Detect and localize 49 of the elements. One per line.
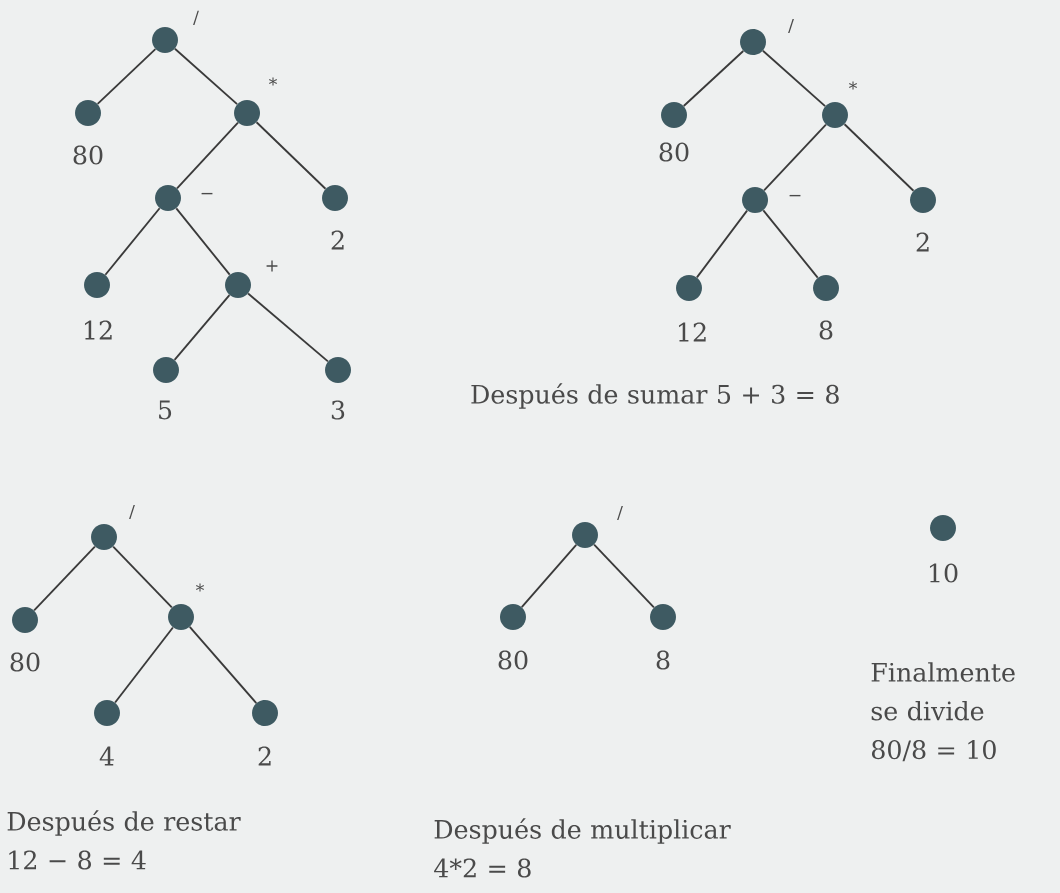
value-label: 2 — [331, 230, 344, 250]
tree-edge — [682, 50, 745, 107]
tree-edge — [843, 123, 915, 192]
value-label: 3 — [331, 400, 345, 420]
tree-edge — [520, 544, 578, 608]
tree-edge — [114, 626, 174, 704]
tree-edge — [247, 292, 329, 363]
operator-label: + — [266, 260, 278, 272]
caption-text: Después de restar 12 − 8 = 4 — [7, 810, 241, 870]
tree-edge — [696, 209, 748, 279]
operator-label: * — [195, 583, 205, 592]
value-label: 8 — [656, 650, 670, 670]
tree-edge — [112, 545, 173, 609]
value-label: 80 — [10, 652, 40, 672]
operator-label: / — [193, 10, 199, 26]
value-label: 5 — [159, 400, 172, 420]
value-label: 80 — [659, 142, 689, 162]
tree-edge — [96, 48, 157, 105]
tree-edge — [175, 207, 231, 276]
value-label: 4 — [99, 746, 114, 766]
value-label: 2 — [258, 746, 271, 766]
value-label: 10 — [930, 563, 958, 583]
caption-text: Finalmente se divide 80/8 = 10 — [871, 662, 1015, 762]
tree-edge — [104, 207, 161, 276]
operator-label: / — [617, 505, 623, 521]
tree-edge — [255, 121, 327, 190]
caption-text: Después de multiplicar 4*2 = 8 — [434, 818, 731, 878]
value-label: 2 — [916, 232, 929, 252]
operator-label: − — [789, 194, 801, 197]
value-label: 12 — [85, 320, 112, 340]
tree-edge — [33, 545, 96, 612]
tree-edge — [176, 121, 239, 190]
operator-label: − — [201, 192, 213, 195]
tree-edge — [173, 294, 231, 361]
tree-edge — [188, 626, 258, 704]
tree-edge — [763, 123, 827, 192]
value-label: 12 — [679, 322, 706, 342]
tree-edge — [762, 209, 819, 279]
tree-edge — [593, 543, 655, 609]
operator-label: * — [848, 81, 858, 90]
value-label: 80 — [73, 145, 103, 165]
value-label: 80 — [498, 650, 528, 670]
caption-text: Después de sumar 5 + 3 = 8 — [471, 383, 839, 409]
operator-label: * — [268, 77, 278, 86]
value-label: 8 — [819, 320, 833, 340]
tree-edge — [173, 47, 239, 106]
operator-label: / — [129, 504, 135, 520]
tree-edge — [762, 49, 827, 108]
operator-label: / — [788, 18, 794, 34]
